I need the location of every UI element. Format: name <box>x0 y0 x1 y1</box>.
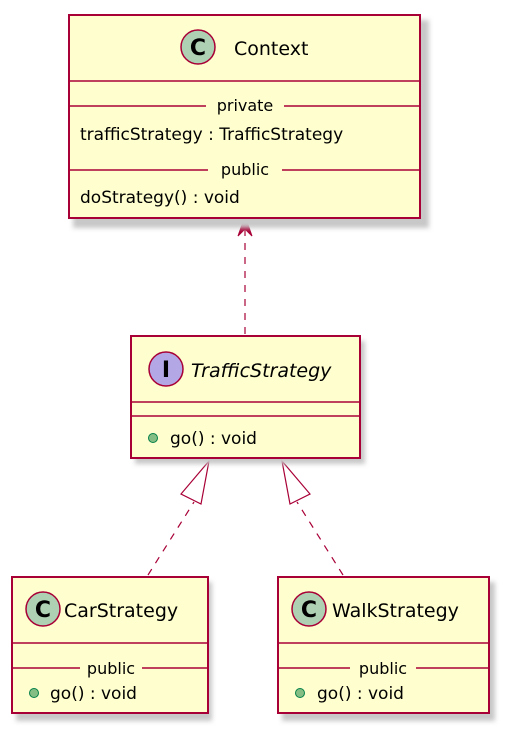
class-context[interactable]: C Context private trafficStrategy : Traf… <box>68 14 429 228</box>
interface-name: TrafficStrategy <box>191 360 332 382</box>
class-name: Context <box>234 38 308 60</box>
interface-badge-letter: I <box>162 358 170 383</box>
relation-realization-walk-to-traffic <box>280 458 344 576</box>
class-badge-letter: C <box>301 598 317 623</box>
public-method-dot-icon <box>295 688 305 698</box>
public-method-dot-icon <box>148 433 158 443</box>
realization-triangle-walk <box>280 458 311 505</box>
method-go: go() : void <box>50 684 137 704</box>
visibility-label-public: public <box>221 160 269 179</box>
relation-realization-car-to-traffic <box>147 458 211 576</box>
class-badge-icon <box>291 591 327 627</box>
attribute-traffic-strategy: trafficStrategy : TrafficStrategy <box>80 125 343 145</box>
class-name: CarStrategy <box>64 600 178 622</box>
method-do-strategy: doStrategy() : void <box>80 188 240 208</box>
class-walk-strategy[interactable]: C WalkStrategy public go() : void <box>277 576 495 721</box>
interface-badge-icon <box>148 351 184 387</box>
class-badge-letter: C <box>35 598 51 623</box>
visibility-label-private: private <box>217 96 274 115</box>
visibility-label-public: public <box>87 659 135 678</box>
interface-traffic-strategy[interactable]: I TrafficStrategy go() : void <box>130 335 365 464</box>
class-car-strategy[interactable]: C CarStrategy public go() : void <box>11 576 212 721</box>
class-badge-icon <box>25 591 61 627</box>
visibility-label-public: public <box>359 659 407 678</box>
class-name: WalkStrategy <box>332 600 459 622</box>
class-badge-letter: C <box>190 36 206 61</box>
relation-dependency-traffic-to-context <box>237 214 253 334</box>
public-method-dot-icon <box>29 688 39 698</box>
method-go: go() : void <box>317 684 404 704</box>
realization-triangle-car <box>180 458 211 505</box>
class-badge-icon <box>180 29 216 65</box>
method-go: go() : void <box>170 429 257 449</box>
